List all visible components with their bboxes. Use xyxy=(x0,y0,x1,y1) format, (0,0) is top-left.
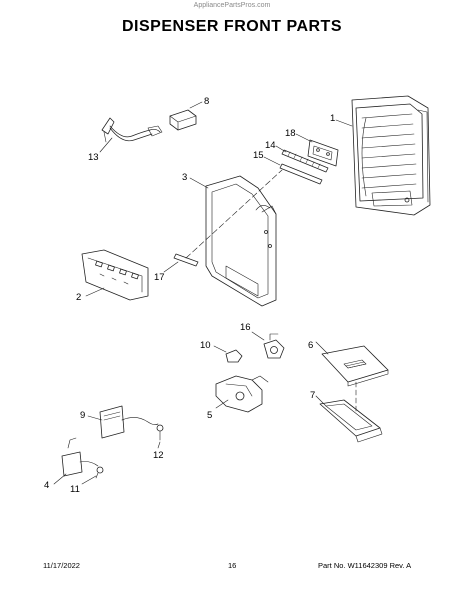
leader-7 xyxy=(315,395,327,407)
watermark: AppliancePartsPros.com xyxy=(193,2,271,9)
leader-14 xyxy=(275,145,287,153)
part-3-dispenser-frame xyxy=(205,175,277,307)
part-6-tray-cover xyxy=(321,345,389,387)
part-9-control-board xyxy=(99,405,159,439)
callout-10: 10 xyxy=(200,340,211,351)
callout-6: 6 xyxy=(308,340,313,351)
callout-3: 3 xyxy=(182,172,187,183)
assembly-line-top xyxy=(185,169,283,259)
footer-page-number: 16 xyxy=(228,561,237,570)
part-15-strip xyxy=(279,163,323,185)
leader-9 xyxy=(87,415,103,421)
callout-11: 11 xyxy=(70,484,80,495)
callout-5: 5 xyxy=(207,410,212,421)
leader-2 xyxy=(85,287,105,297)
callout-14: 14 xyxy=(265,140,276,151)
leader-5 xyxy=(215,399,229,409)
callout-1: 1 xyxy=(330,113,335,124)
leader-3 xyxy=(189,177,209,189)
part-10-clip xyxy=(225,349,243,363)
part-13-wire-harness xyxy=(101,117,163,143)
leader-16 xyxy=(251,331,265,341)
callout-17: 17 xyxy=(154,272,165,283)
callout-2: 2 xyxy=(76,292,81,303)
callout-18: 18 xyxy=(285,128,296,139)
leader-15 xyxy=(263,156,281,166)
part-7-drip-tray xyxy=(319,399,383,443)
leader-10 xyxy=(213,345,227,353)
part-2-control-panel xyxy=(81,249,149,301)
callout-12: 12 xyxy=(153,450,164,461)
leader-18 xyxy=(295,133,313,143)
leader-12 xyxy=(157,441,161,449)
callout-7: 7 xyxy=(310,390,315,401)
part-1-housing xyxy=(351,95,431,216)
part-16-actuator xyxy=(263,333,285,359)
callout-9: 9 xyxy=(80,410,85,421)
leader-11 xyxy=(81,475,97,485)
leader-6 xyxy=(315,341,329,355)
part-4-bracket xyxy=(61,437,99,477)
callout-8: 8 xyxy=(204,96,209,107)
callout-13: 13 xyxy=(88,152,99,163)
callout-16: 16 xyxy=(240,322,251,333)
leader-1 xyxy=(335,119,353,127)
callout-4: 4 xyxy=(44,480,49,491)
leader-4 xyxy=(53,473,67,485)
leader-8 xyxy=(189,101,203,109)
leader-17 xyxy=(163,261,179,273)
part-12-screw xyxy=(156,424,164,441)
part-5-motor xyxy=(215,375,269,413)
part-14-strip xyxy=(281,149,329,173)
page-title: DISPENSER FRONT PARTS xyxy=(122,18,342,35)
part-17-strip xyxy=(173,253,199,267)
footer-part-revision: Part No. W11642309 Rev. A xyxy=(318,561,412,570)
part-8-block xyxy=(169,109,197,131)
part-18-bracket xyxy=(307,139,339,167)
leader-13 xyxy=(99,137,113,153)
callout-15: 15 xyxy=(253,150,264,161)
part-11-screw xyxy=(95,466,104,479)
footer-date: 11/17/2022 xyxy=(43,561,80,570)
